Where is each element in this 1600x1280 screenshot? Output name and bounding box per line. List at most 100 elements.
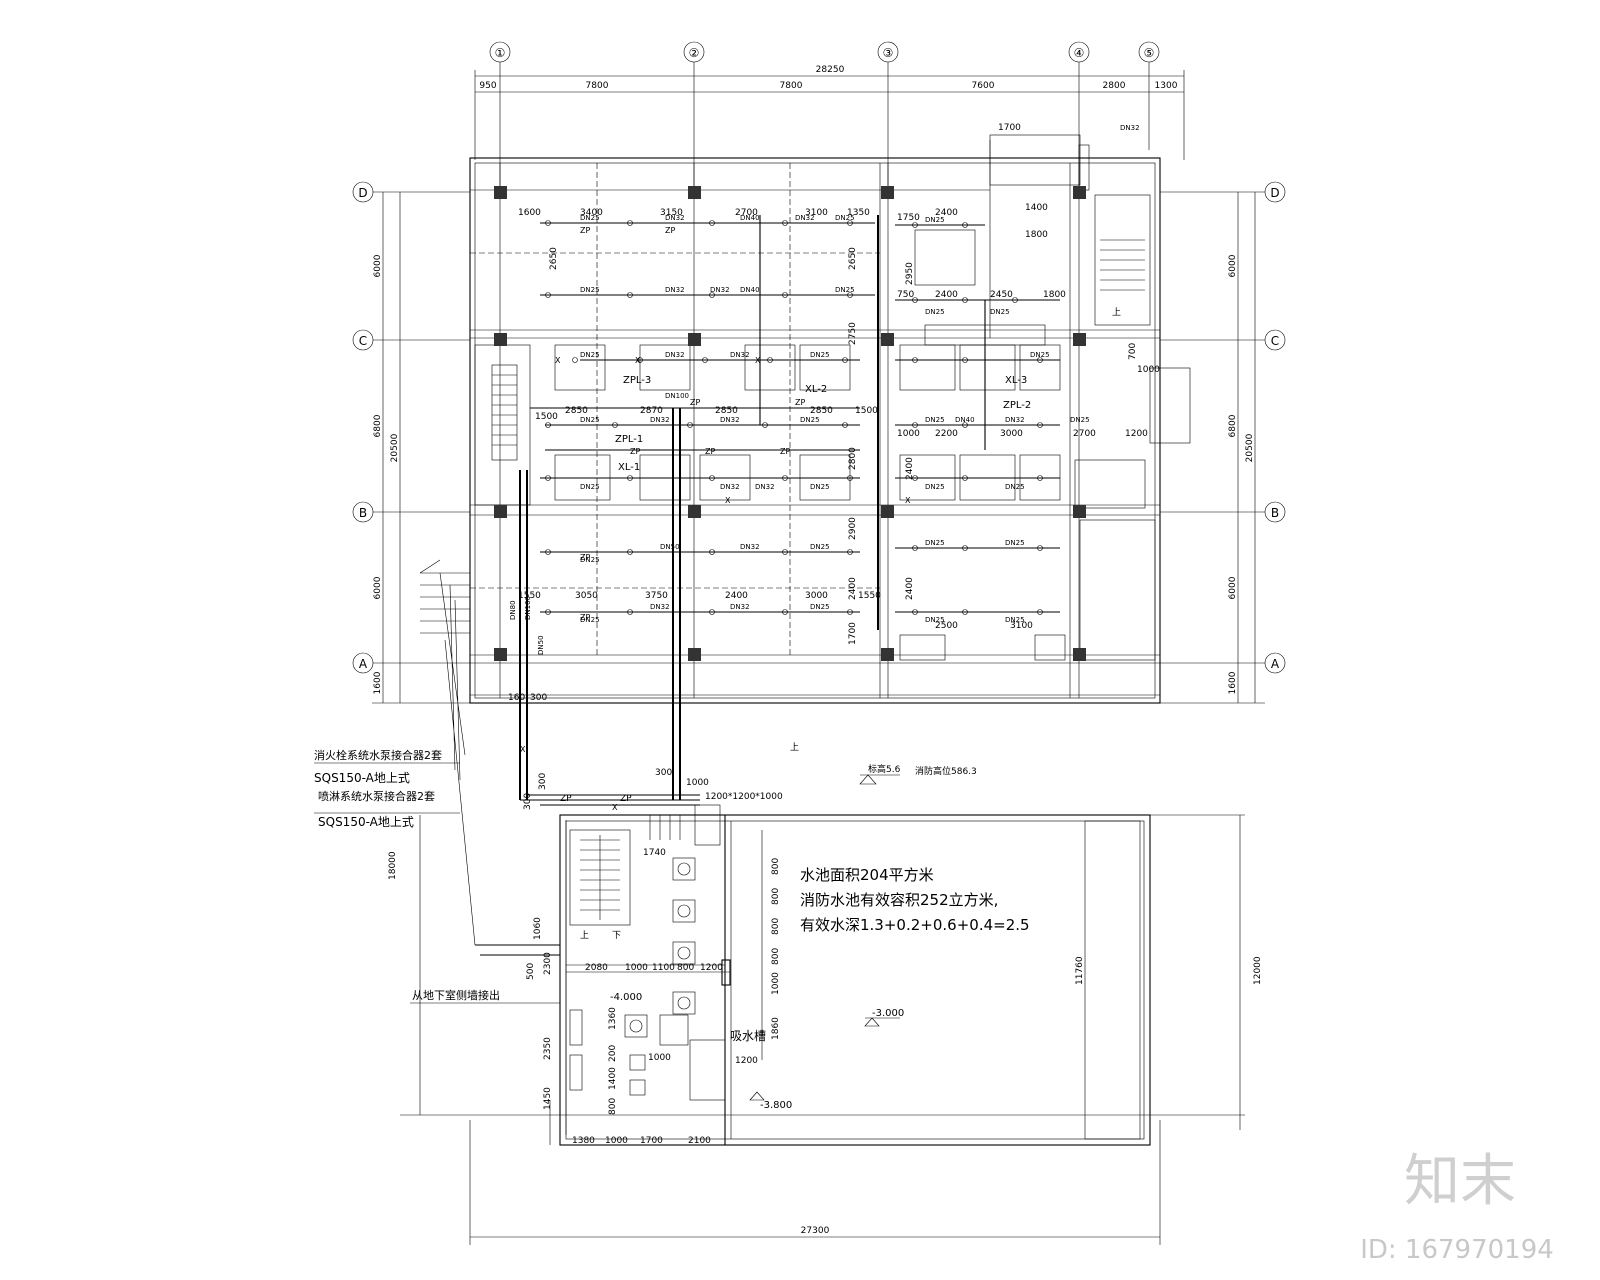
axis-4-label: ④ <box>1074 46 1085 60</box>
axis-a-right: A <box>1271 657 1280 671</box>
dim: 1000 <box>771 972 781 995</box>
pipe-label: DN25 <box>580 616 600 624</box>
pump-units <box>569 804 731 1101</box>
basement-dimensions: 2080 1000 1100 800 1200 800 800 800 800 … <box>388 773 1263 1236</box>
pipe-label: DN32 <box>665 214 685 222</box>
zp-mark: ZP <box>705 447 715 456</box>
dim: 1800 <box>1043 290 1066 300</box>
pipe-label: DN25 <box>1005 483 1025 491</box>
x-mark: X <box>520 745 526 754</box>
dim: 1450 <box>543 1087 553 1110</box>
pipe-label: DN100 <box>524 596 532 620</box>
riser-xl-2: XL-2 <box>805 384 827 395</box>
pipe-label: DN25 <box>580 214 600 222</box>
pipe-label: DN25 <box>580 286 600 294</box>
x-mark: X <box>725 496 731 505</box>
elevation-label-2: 消防高位586.3 <box>915 765 977 777</box>
dim: 3150 <box>660 208 683 218</box>
opening-size: 1200*1200*1000 <box>705 792 783 802</box>
dim-top-5: 1300 <box>1155 81 1178 91</box>
dim: 2400 <box>935 290 958 300</box>
dim: 800 <box>608 1098 618 1115</box>
zp-mark: ZP <box>780 447 790 456</box>
watermark-id: ID: 167970194 <box>1360 1235 1554 1265</box>
dim: 2800 <box>848 447 858 470</box>
dim: 1400 <box>1025 203 1048 213</box>
riser-zpl-3: ZPL-3 <box>623 375 651 386</box>
elevation-minus38: -3.800 <box>760 1100 792 1111</box>
dim-right-1: 6800 <box>1228 414 1238 437</box>
pipe-label: DN25 <box>1070 416 1090 424</box>
pump-connector-note-1: 消火栓系统水泵接合器2套 <box>314 748 442 762</box>
dim: 1500 <box>855 406 878 416</box>
pipe-size-labels: DN25 DN32 DN40 DN32 DN25 DN25 DN32 DN32 … <box>509 214 1090 655</box>
dim: 1360 <box>608 1007 618 1030</box>
pool-area-note: 水池面积204平方米 <box>800 866 934 884</box>
pipe-label: DN25 <box>580 416 600 424</box>
dim: 1750 <box>897 213 920 223</box>
dim: 2400 <box>848 577 858 600</box>
watermark-logo: 知末 <box>1404 1149 1516 1214</box>
pipe-label: DN32 <box>1005 416 1025 424</box>
dim: 1060 <box>533 917 543 940</box>
x-mark: X <box>612 803 618 812</box>
elevation-minus4: -4.000 <box>610 992 642 1003</box>
dim: 1800 <box>1025 230 1048 240</box>
pipe-label: DN25 <box>580 556 600 564</box>
dim: 3100 <box>805 208 828 218</box>
pipe-label: DN25 <box>990 308 1010 316</box>
zp-mark: ZP <box>630 447 640 456</box>
basement-stair: 上 下 <box>569 829 631 941</box>
pipe-label: DN25 <box>580 483 600 491</box>
dim-left-3: 1600 <box>373 671 383 694</box>
dim: 200 <box>608 1045 618 1062</box>
pump-connector-model-2: SQS150-A地上式 <box>318 815 414 829</box>
side-axis-bubbles: D C B A D C B A <box>352 181 1286 674</box>
x-mark: X <box>635 356 641 365</box>
zp-mark: ZP <box>795 398 805 407</box>
basement-dim-inner: 11760 <box>1075 956 1085 985</box>
pipe-label: DN50 <box>537 635 545 655</box>
dim: 2500 <box>935 621 958 631</box>
dim: 2400 <box>905 577 915 600</box>
pipe-label: DN25 <box>925 416 945 424</box>
dim: 1700 <box>640 1136 663 1146</box>
dim: 1550 <box>858 591 881 601</box>
sprinkler-branches <box>519 215 1060 800</box>
dim: 2900 <box>848 517 858 540</box>
basement-dim-right: 12000 <box>1253 956 1263 985</box>
dim: 800 <box>771 918 781 935</box>
pump-connectors <box>314 559 700 1004</box>
pipe-label: DN32 <box>720 483 740 491</box>
dim: 800 <box>771 858 781 875</box>
riser-labels: ZPL-1 ZPL-2 ZPL-3 XL-1 XL-2 XL-3 <box>615 375 1031 473</box>
axis-5-label: ⑤ <box>1144 46 1155 60</box>
x-mark: X <box>555 356 561 365</box>
dim: 2850 <box>810 406 833 416</box>
pipe-label: DN50 <box>660 543 680 551</box>
pipe-label: DN32 <box>720 416 740 424</box>
dim-right-2: 6000 <box>1228 576 1238 599</box>
dim: 1000 <box>897 429 920 439</box>
top-axis-bubbles: ① ② ③ ④ ⑤ <box>489 41 1160 63</box>
pipe-label: DN32 <box>665 286 685 294</box>
basement-dim-left: 18000 <box>388 851 398 880</box>
axis-1-label: ① <box>495 46 506 60</box>
pipe-label: DN25 <box>810 483 830 491</box>
axis-c-right: C <box>1271 334 1279 348</box>
dim-top-4: 2800 <box>1103 81 1126 91</box>
dim-total-top: 28250 <box>816 65 845 75</box>
pipe-label: DN32 <box>665 351 685 359</box>
dim: 300 <box>538 773 548 790</box>
dim: 2850 <box>565 406 588 416</box>
dim: 3050 <box>575 591 598 601</box>
dim: 3750 <box>645 591 668 601</box>
riser-xl-1: XL-1 <box>618 462 640 473</box>
building-outline <box>469 134 1191 704</box>
dim: 1000 <box>648 1053 671 1063</box>
dim: 2870 <box>640 406 663 416</box>
dim: 1000 <box>686 778 709 788</box>
dim-right-3: 1600 <box>1228 671 1238 694</box>
pump-connector-model-1: SQS150-A地上式 <box>314 771 410 785</box>
dim-right-total: 20500 <box>1245 433 1255 462</box>
